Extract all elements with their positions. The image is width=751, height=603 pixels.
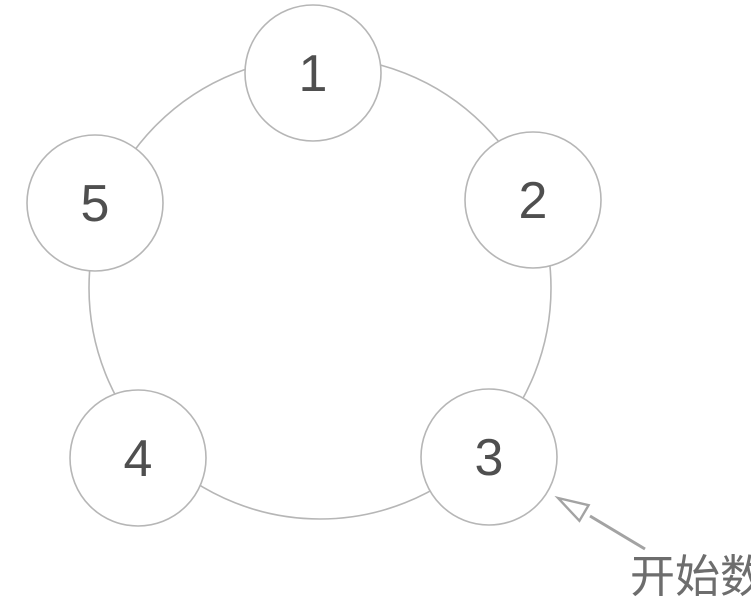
node-1-circle	[244, 4, 382, 142]
annotation-start-label: 开始数	[630, 551, 751, 602]
node-3: 3	[420, 388, 558, 526]
start-annotation: 开始数	[554, 495, 751, 602]
node-4-circle	[69, 389, 207, 527]
node-4: 4	[69, 389, 207, 527]
node-1-label: 1	[299, 45, 328, 103]
node-2-label: 2	[519, 172, 548, 230]
node-2: 2	[464, 131, 602, 269]
node-5-label: 5	[81, 175, 110, 233]
arrow-shaft	[589, 514, 646, 551]
node-3-circle	[420, 388, 558, 526]
node-5: 5	[26, 134, 164, 272]
node-5-circle	[26, 134, 164, 272]
arrow-head-icon	[554, 495, 591, 523]
node-3-label: 3	[475, 429, 504, 487]
node-2-circle	[464, 131, 602, 269]
node-4-label: 4	[124, 430, 153, 488]
node-1: 1	[244, 4, 382, 142]
